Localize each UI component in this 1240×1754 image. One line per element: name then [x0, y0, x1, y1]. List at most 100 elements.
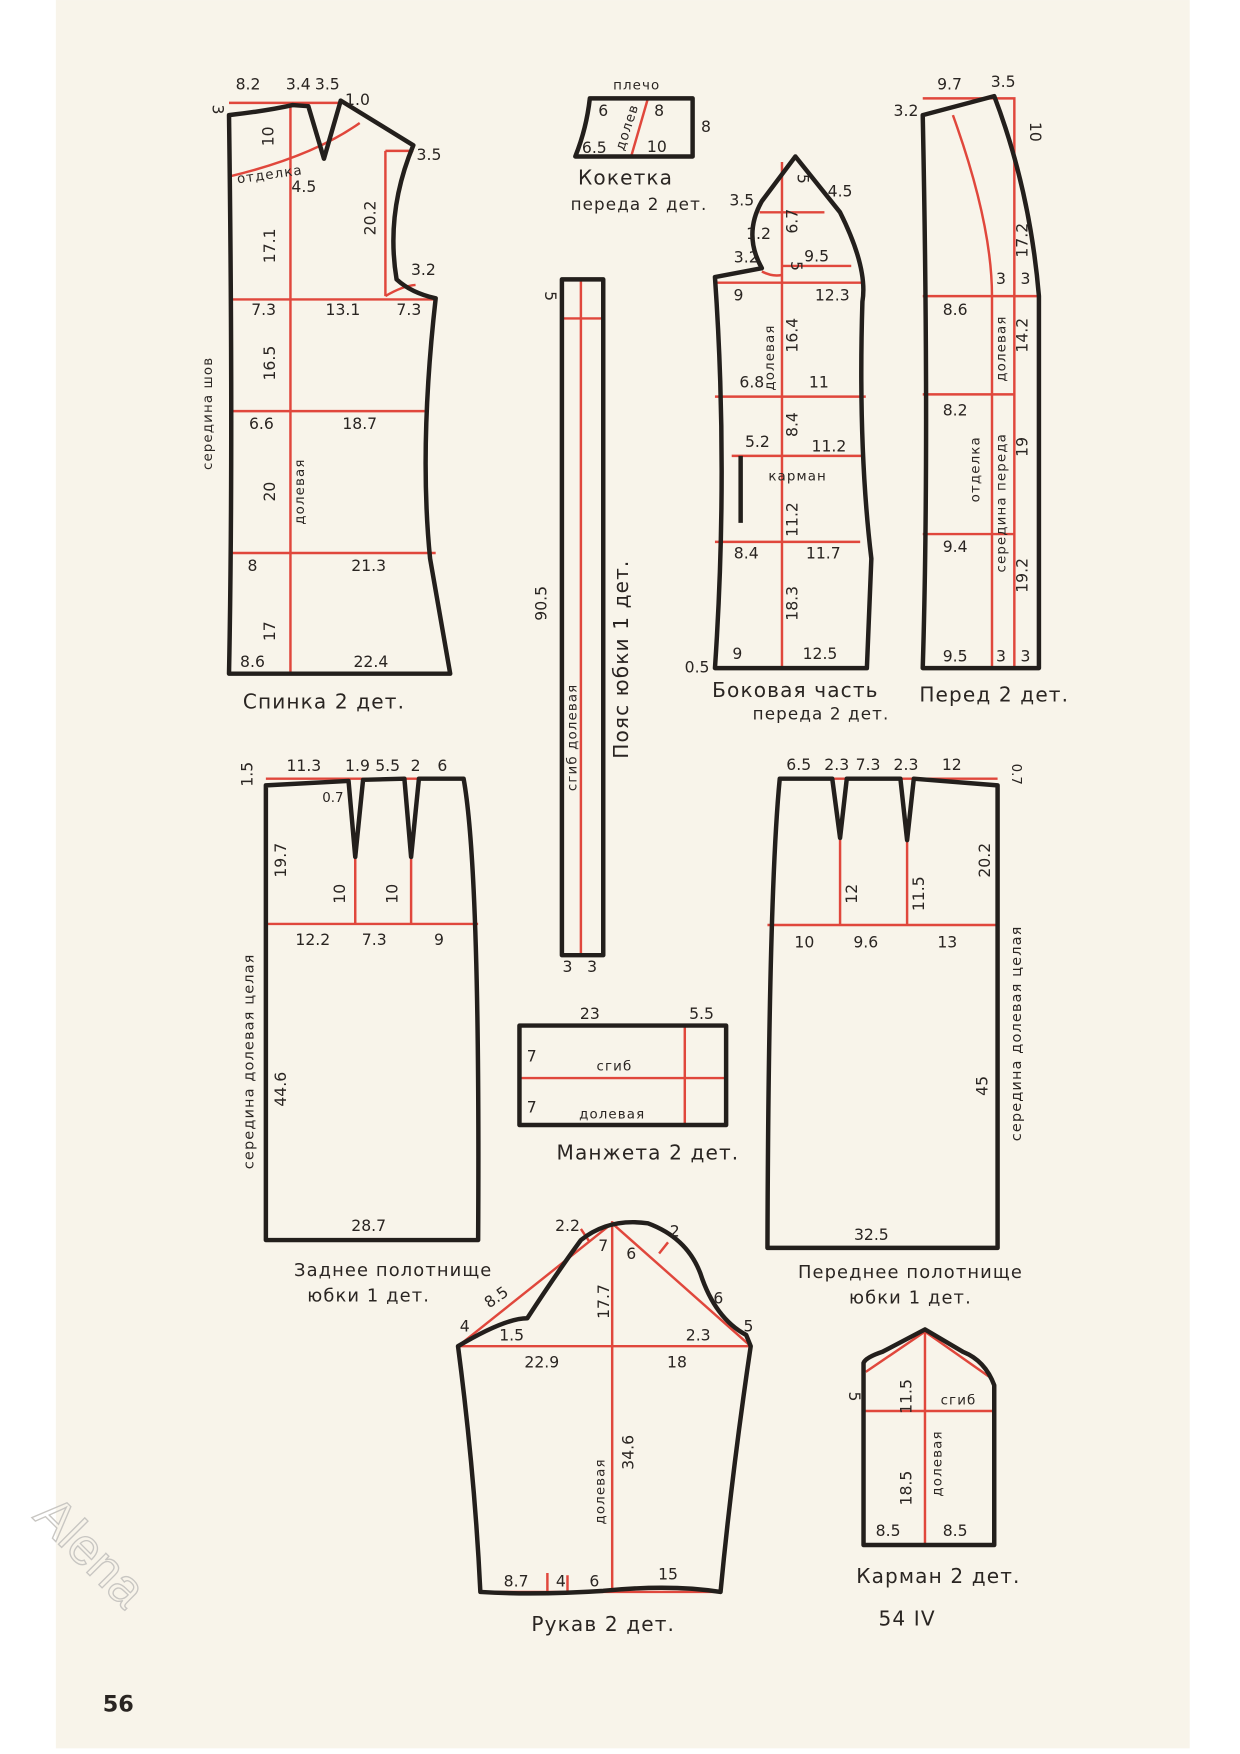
measurement-label: 3.5: [315, 74, 340, 93]
measurement-label: 22.4: [353, 652, 388, 671]
measurement-label: 10: [259, 126, 278, 146]
measurement-label: 2: [670, 1222, 680, 1241]
annotation-label: долевая: [994, 315, 1009, 381]
measurement-label: 3.5: [729, 191, 754, 210]
measurement-label: 12: [842, 884, 861, 904]
piece-front: 9.7 3.5 3.2 10 17.2 3 3 8.6 долевая 14.2…: [894, 72, 1068, 706]
measurement-label: 2.3: [824, 755, 849, 774]
pocket-outline: [861, 1327, 997, 1548]
annotation-label: сгиб долевая: [564, 684, 580, 791]
measurement-label: 7.3: [396, 300, 421, 319]
measurement-label: 6.8: [739, 373, 764, 392]
annotation-label: сгиб: [597, 1058, 633, 1074]
measurement-label: 3: [208, 105, 227, 115]
measurement-label: 6.7: [783, 209, 802, 234]
paper-background: [55, 0, 1190, 1749]
measurement-label: 3: [996, 269, 1006, 288]
annotation-label: долевая: [763, 324, 778, 390]
piece-subtitle: юбки 1 дет.: [849, 1288, 972, 1309]
measurement-label: 19.7: [271, 843, 290, 878]
measurement-label: 1.2: [746, 224, 771, 243]
piece-title: Переднее полотнище: [798, 1262, 1023, 1283]
piece-subtitle: переда 2 дет.: [571, 194, 708, 214]
construction-lines: [228, 101, 436, 674]
measurement-label: 34.6: [618, 1435, 637, 1470]
measurement-label: 12.3: [815, 286, 850, 305]
measurement-label: 9.6: [853, 932, 878, 951]
annotation-label: долевая: [593, 1458, 608, 1524]
measurement-label: 6: [713, 1289, 723, 1308]
back-outline: [226, 98, 453, 676]
measurement-label: 11.2: [783, 502, 802, 537]
measurement-label: 13: [937, 932, 957, 951]
measurement-label: 9: [732, 644, 742, 663]
measurement-label: 18.5: [897, 1471, 916, 1506]
piece-side-front: 3.5 5 4.5 6.7 1.2 3.2 5 9.5 9 12.3 16.4 …: [685, 154, 890, 723]
annotation-label: карман: [768, 469, 827, 484]
measurement-label: 3.5: [417, 145, 442, 164]
annotation-label: середина долевая целая: [1009, 926, 1025, 1142]
measurement-label: 5: [787, 261, 806, 271]
measurement-label: 10: [383, 884, 402, 904]
measurement-label: 10: [794, 932, 814, 951]
measurement-label: 3.5: [991, 72, 1016, 91]
measurement-label: 6.5: [582, 138, 607, 157]
measurement-label: 19.2: [1013, 558, 1032, 593]
measurement-label: 4.5: [828, 182, 853, 201]
piece-back-skirt: 1.5 11.3 1.9 5.5 2 6 0.7 19.7 10 10 12.2…: [237, 756, 491, 1307]
piece-title: Кокетка: [578, 165, 673, 189]
measurement-label: 5.5: [375, 756, 400, 775]
measurement-label: 7: [527, 1046, 537, 1065]
measurement-label: 15: [658, 1565, 678, 1584]
measurement-label: 18.3: [783, 586, 802, 621]
measurement-label: 10: [1026, 122, 1045, 142]
piece-sleeve: 2.2 7 6 2 8.5 6 4 5 1.5 17.7 2.3 22.9 18…: [455, 1216, 753, 1636]
measurement-label: 2.2: [555, 1216, 580, 1235]
measurement-label: 11.5: [909, 876, 928, 911]
measurement-label: 10: [330, 884, 349, 904]
measurement-label: 17: [260, 621, 279, 641]
measurement-label: 18: [667, 1352, 687, 1371]
measurement-label: 0.7: [322, 791, 343, 806]
piece-subtitle: юбки 1 дет.: [307, 1286, 430, 1307]
measurement-label: 22.9: [524, 1352, 559, 1371]
piece-belt: 5 90.5 сгиб долевая 3 3 Пояс юбки 1 дет.: [531, 277, 633, 976]
measurement-label: 11.5: [897, 1379, 916, 1414]
annotation-label: отделка: [969, 436, 984, 502]
measurement-label: 17.7: [594, 1284, 613, 1319]
measurement-label: 7: [527, 1098, 537, 1117]
measurement-label: 11.7: [806, 544, 841, 563]
measurement-label: 12: [942, 755, 962, 774]
measurement-label: 8: [654, 101, 664, 120]
piece-title: Боковая часть: [712, 678, 878, 702]
annotation-label: середина долевая целая: [242, 953, 258, 1169]
measurement-label: 44.6: [271, 1072, 290, 1107]
measurement-label: 45: [973, 1076, 992, 1096]
annotation-label: долевая: [931, 1430, 946, 1496]
figure-reference: 54 IV: [878, 1606, 935, 1630]
measurement-label: 23: [580, 1004, 600, 1023]
measurement-label: 0.5: [685, 658, 710, 677]
measurement-label: 8.5: [943, 1521, 968, 1540]
measurement-label: 12.5: [803, 644, 838, 663]
measurement-label: 3.2: [894, 101, 919, 120]
annotation-label: долевая: [579, 1107, 645, 1122]
annotation-label: сгиб: [941, 1392, 977, 1408]
measurement-label: 17.1: [260, 228, 279, 263]
piece-front-skirt: 6.5 2.3 7.3 2.3 12 0.7 12 11.5 20.2 10 9…: [765, 755, 1025, 1309]
piece-title: Рукав 2 дет.: [531, 1612, 675, 1636]
measurement-label: 6.6: [249, 414, 274, 433]
piece-title: Манжета 2 дет.: [557, 1141, 740, 1165]
piece-cuff: 23 5.5 7 сгиб 7 долевая Манжета 2 дет.: [517, 1004, 740, 1165]
measurement-label: 3: [996, 646, 1006, 665]
piece-title: Карман 2 дет.: [856, 1564, 1020, 1588]
measurement-label: 3.4: [286, 74, 311, 93]
measurement-label: 6.5: [786, 755, 811, 774]
measurement-label: 6: [589, 1571, 599, 1590]
piece-subtitle: переда 2 дет.: [753, 703, 890, 723]
belt-outline: [559, 277, 606, 958]
measurement-label: 11.2: [812, 436, 847, 455]
measurement-label: 9.5: [943, 646, 968, 665]
measurement-label: 3: [563, 957, 573, 976]
measurement-label: 17.2: [1013, 223, 1032, 258]
